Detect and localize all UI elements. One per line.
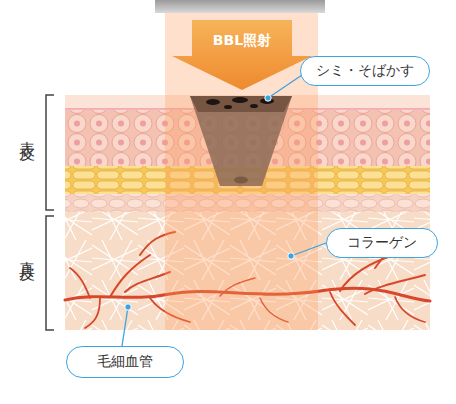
layer-label: 表皮 <box>16 128 37 136</box>
callout-bubble: シミ・そばかす <box>300 56 430 86</box>
callout-text: コラーゲン <box>347 234 417 252</box>
irradiation-arrow: BBL照射 <box>172 18 312 90</box>
callout-bubble: 毛細血管 <box>66 346 184 378</box>
layer-label: 真皮 <box>16 248 37 256</box>
arrow-label: BBL照射 <box>213 32 271 50</box>
arrow-shape <box>172 18 312 90</box>
callout-text: シミ・そばかす <box>316 62 414 80</box>
callout-bubble: コラーゲン <box>326 228 438 258</box>
callout-text: 毛細血管 <box>97 353 153 371</box>
